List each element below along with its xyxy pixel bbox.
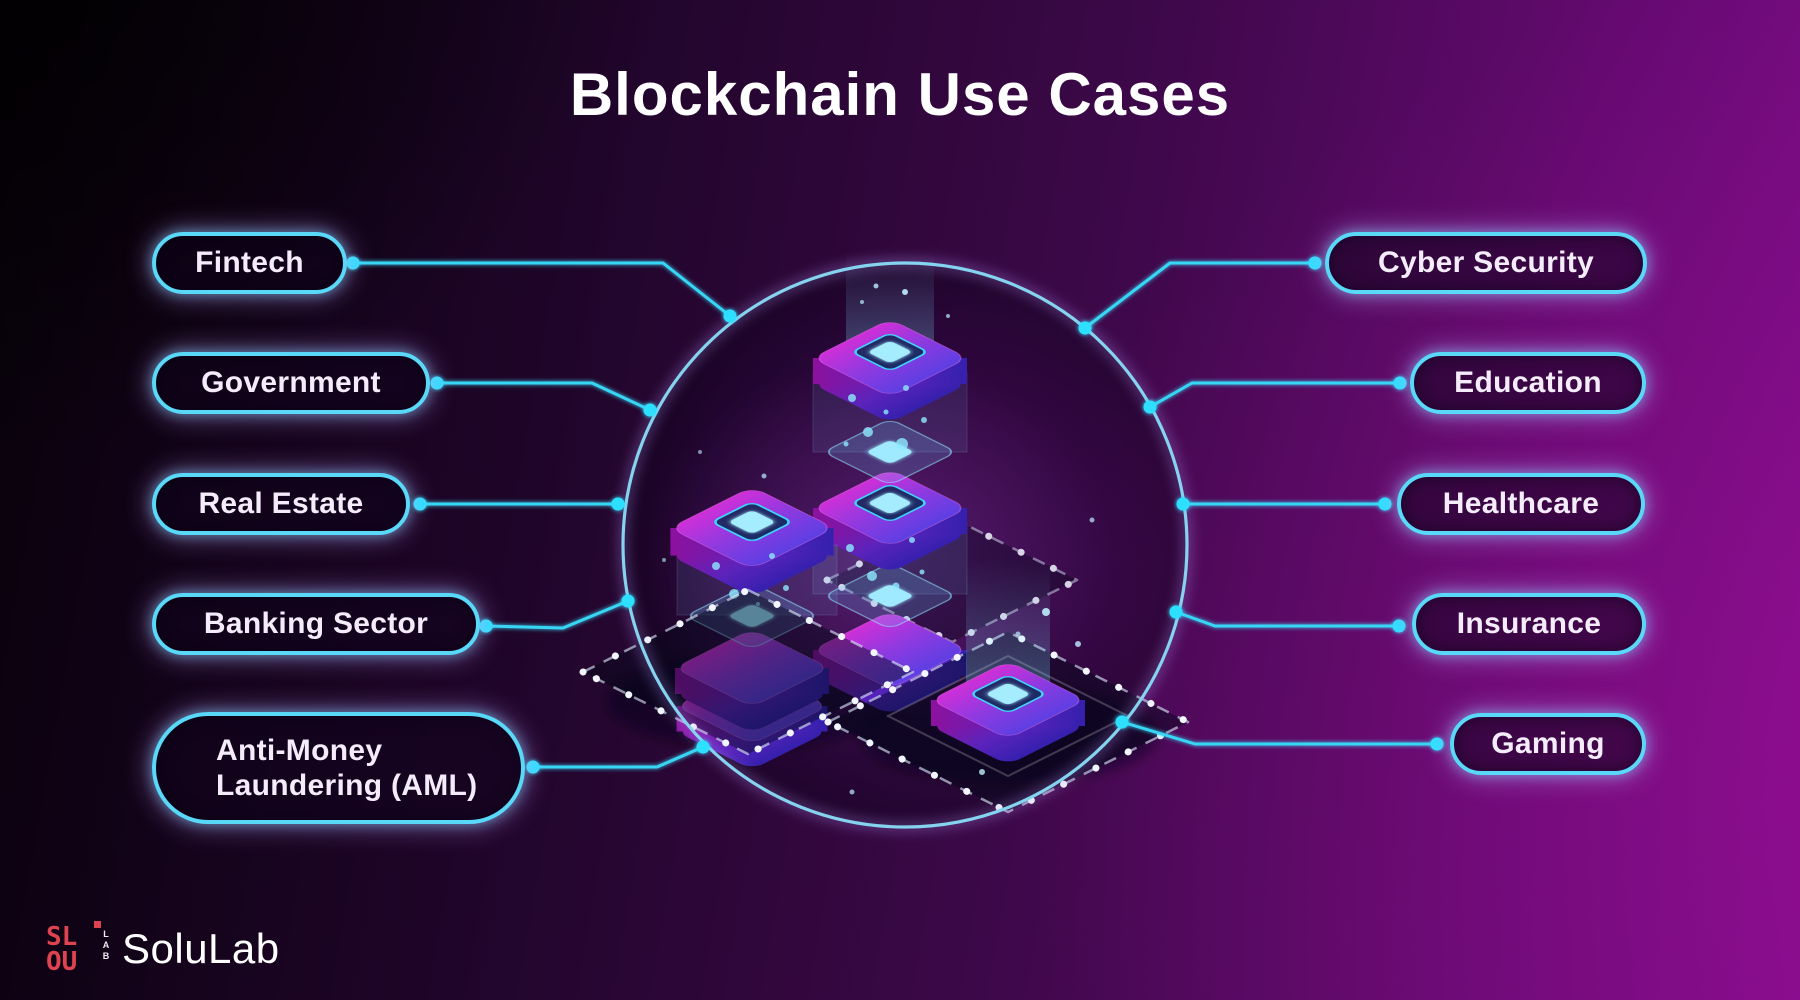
- connector-nodes: [346, 256, 1444, 774]
- left-block-stack: [668, 485, 838, 771]
- logo-icon-square: [94, 921, 101, 928]
- pill-fintech: Fintech: [152, 232, 347, 294]
- circle-outline: [618, 258, 1192, 832]
- connector-banking: [484, 599, 630, 630]
- pill-label: Gaming: [1491, 727, 1605, 760]
- connector-gaming: [1120, 720, 1439, 746]
- particles: [843, 385, 927, 590]
- logo-lab-text: LAB: [101, 929, 111, 962]
- pill-label: Government: [201, 366, 381, 399]
- pill-healthcare: Healthcare: [1397, 473, 1645, 535]
- pill-cyber-security: Cyber Security: [1325, 232, 1647, 294]
- connector-fintech: [351, 261, 732, 318]
- pill-insurance: Insurance: [1412, 593, 1646, 655]
- pill-label: Banking Sector: [203, 607, 429, 640]
- pill-label: Insurance: [1456, 607, 1602, 640]
- pill-banking-sector: Banking Sector: [152, 593, 480, 655]
- logo-icon-row1: SL: [46, 922, 77, 952]
- pill-label: Real Estate: [198, 487, 364, 520]
- page-title: Blockchain Use Cases: [569, 61, 1231, 128]
- pill-label: Healthcare: [1442, 487, 1600, 520]
- pill-real-estate: Real Estate: [152, 473, 410, 535]
- logo-wordmark: SoluLab: [122, 925, 280, 972]
- pill-education: Education: [1410, 352, 1646, 414]
- tall-block-stack: [811, 252, 969, 716]
- solulab-logo-icon: SL OU LAB: [44, 920, 111, 978]
- sparkle-dots: [662, 283, 1095, 795]
- pill-label: Cyber Security: [1378, 246, 1594, 279]
- connector-aml: [531, 745, 705, 769]
- single-block: [929, 560, 1087, 766]
- particles: [712, 553, 789, 606]
- connector-cyber-security: [1083, 261, 1317, 330]
- connector-education: [1148, 381, 1402, 409]
- connector-government: [435, 381, 652, 412]
- pill-anti-money-laundering: Anti-Money Laundering (AML): [152, 712, 525, 824]
- logo-icon-row2: OU: [46, 947, 77, 977]
- connector-lines: [351, 261, 1439, 769]
- logo: SL OU LAB SoluLab: [44, 918, 280, 980]
- pill-government: Government: [152, 352, 430, 414]
- connector-insurance: [1174, 610, 1401, 628]
- pill-label: Anti-Money Laundering (AML): [216, 733, 478, 802]
- pill-label: Education: [1454, 366, 1602, 399]
- pill-label: Fintech: [195, 246, 304, 279]
- pill-gaming: Gaming: [1450, 713, 1646, 775]
